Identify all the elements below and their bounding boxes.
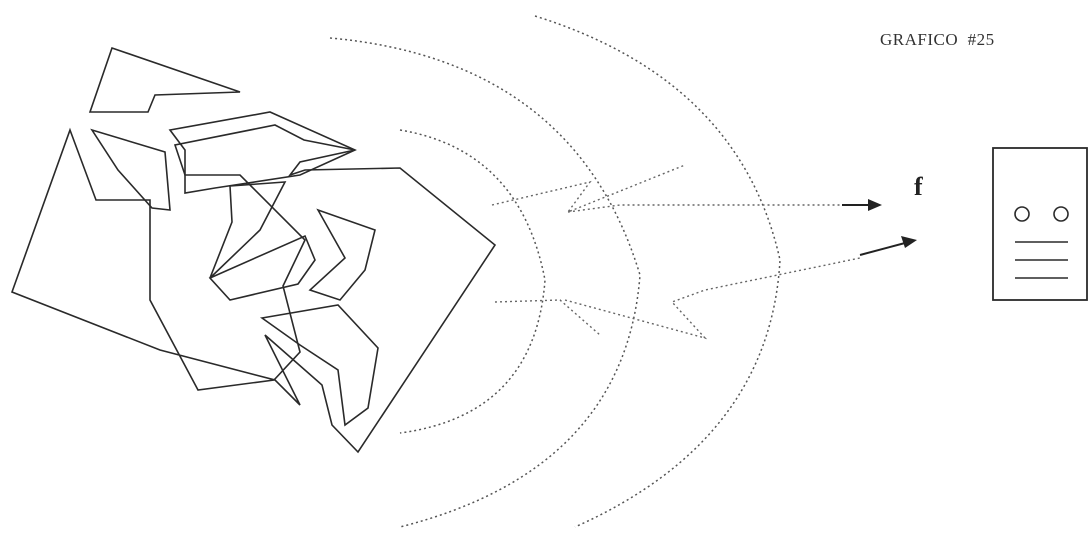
ray-upper-right xyxy=(568,205,840,212)
figure-inner-chevron xyxy=(310,210,375,300)
arrow-lower-shaft xyxy=(860,243,905,255)
signal-rays xyxy=(492,165,860,338)
figure-top-shard xyxy=(90,48,240,112)
receiver-device xyxy=(993,148,1087,300)
wave-arc-large xyxy=(535,16,780,527)
arrow-lower-head xyxy=(901,236,917,248)
ray-lower-mid xyxy=(565,258,860,338)
wave-arcs xyxy=(330,16,780,527)
ray-lower-left xyxy=(495,300,600,335)
figure-left-wedge xyxy=(92,130,170,210)
page-title: GRAFICO #25 xyxy=(880,30,995,50)
figure-center-diamond xyxy=(210,182,285,278)
wave-arc-medium xyxy=(330,38,640,527)
angular-figure xyxy=(12,48,495,452)
figure-upper-blade xyxy=(170,112,355,193)
wave-arc-small xyxy=(400,130,545,433)
f-label: f xyxy=(914,172,923,202)
figure-inner-kite xyxy=(210,236,315,300)
arrows xyxy=(842,199,917,255)
figure-outer-polygon xyxy=(12,125,495,452)
ray-upper-left xyxy=(492,165,685,212)
arrow-upper-head xyxy=(868,199,882,211)
